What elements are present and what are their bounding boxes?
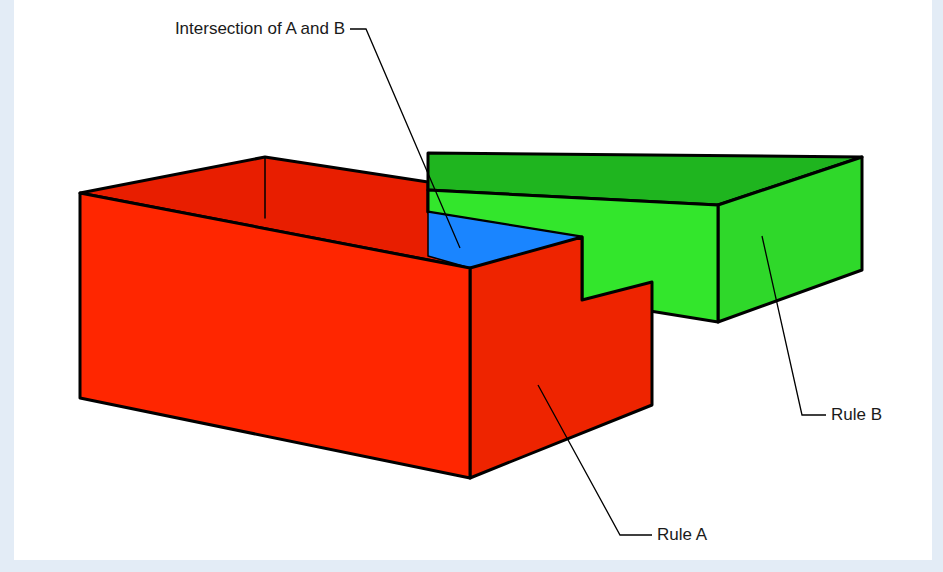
leader-line (538, 385, 652, 535)
callout-label: Rule A (657, 525, 707, 545)
leader-line (350, 29, 460, 248)
red-box-front (80, 193, 470, 478)
callout-label: Rule B (831, 405, 882, 425)
leader-line (762, 236, 826, 415)
inner-corner-edge (264, 157, 266, 218)
callout-label: Intersection of A and B (175, 19, 345, 39)
page-ground (14, 0, 932, 560)
green-box-side (718, 157, 862, 322)
red-box-side (470, 237, 652, 478)
